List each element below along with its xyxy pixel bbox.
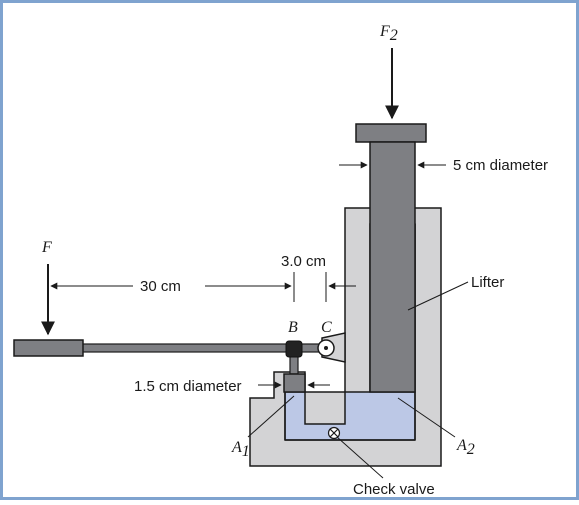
large-diameter-label: 5 cm diameter <box>453 157 548 174</box>
check-valve-icon <box>327 426 341 440</box>
area-large-leader <box>397 397 456 438</box>
area-large-label: A2 <box>456 437 475 458</box>
point-c-label: C <box>321 319 332 336</box>
hydraulic-fluid-lifter <box>370 392 415 394</box>
handle-bar <box>81 343 321 353</box>
small-piston-rod <box>289 355 299 375</box>
check-valve-leader <box>336 436 384 479</box>
force-f-label: F <box>41 239 52 256</box>
force-f2-label: F2 <box>379 23 398 44</box>
lifter-cap <box>355 123 427 143</box>
point-b-label: B <box>288 319 298 336</box>
handle-grip <box>13 339 84 357</box>
small-piston <box>283 373 306 393</box>
pivot-gap-label: 3.0 cm <box>281 253 326 270</box>
check-valve-label: Check valve <box>353 481 435 498</box>
small-diameter-label: 1.5 cm diameter <box>134 378 242 395</box>
handle-length-label: 30 cm <box>140 278 181 295</box>
lifter-leader <box>407 281 469 311</box>
lifter-piston <box>369 141 416 393</box>
pivot-pin-c-center <box>324 346 328 350</box>
joint-b-block <box>285 340 303 358</box>
area-small-leader <box>247 395 295 438</box>
area-small-label: A1 <box>231 439 250 460</box>
lifter-label: Lifter <box>471 274 504 291</box>
